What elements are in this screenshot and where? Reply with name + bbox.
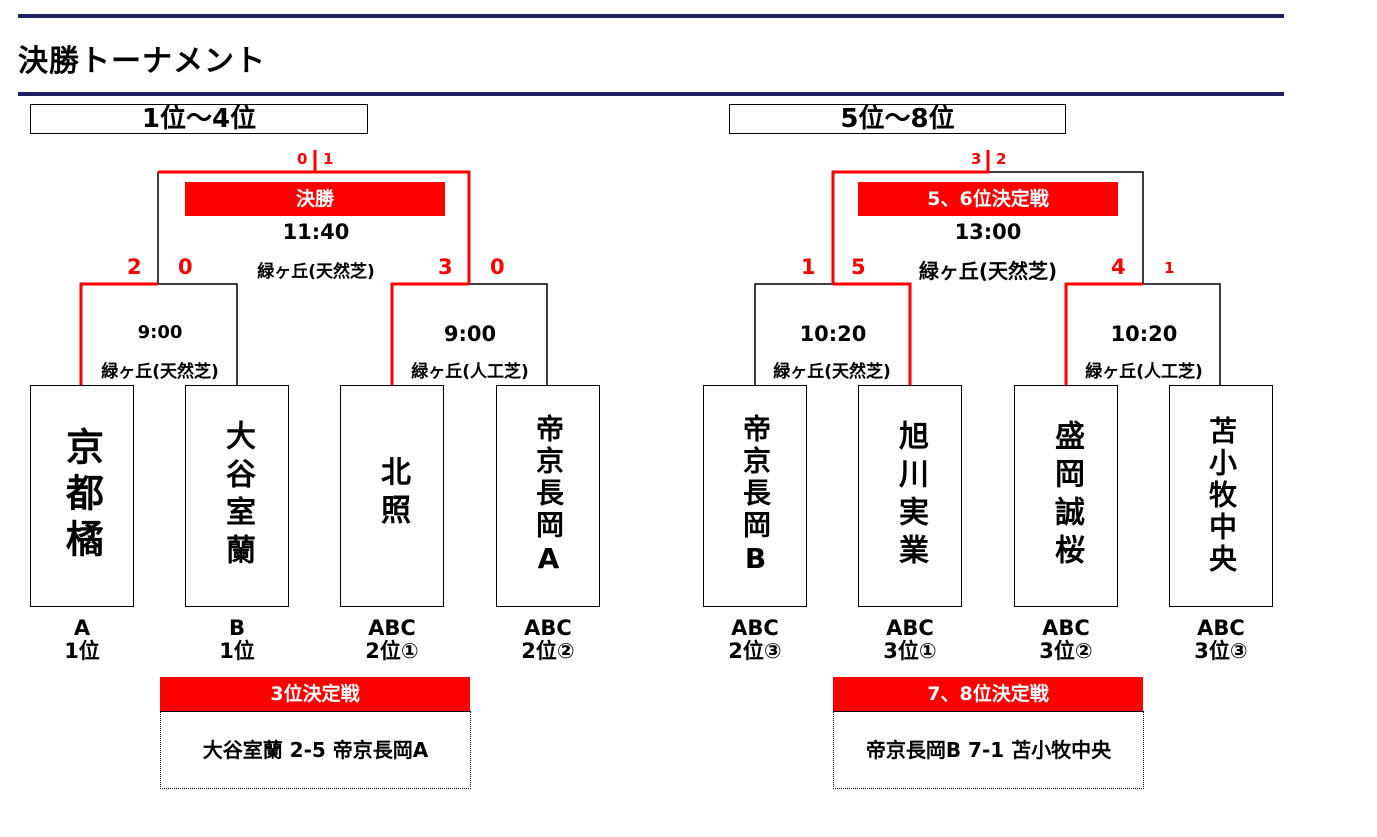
right-playoff-banner: 7、8位決定戦: [833, 677, 1143, 711]
right-semi2-loser-line: [1143, 283, 1221, 385]
right-final-score-right: 2: [996, 150, 1007, 168]
title-underline: [18, 92, 1284, 96]
team-box-asahikawa-jitsugyo: 旭川実業: [858, 385, 962, 607]
right-semi2-score-right: 1: [1164, 259, 1175, 277]
right-final-score-left: 3: [971, 150, 982, 168]
right-semi2-score-left: 4: [1111, 255, 1126, 279]
team-box-otani-muroran: 大谷室蘭: [185, 385, 289, 607]
right-semi1-venue: 緑ヶ丘(天然芝): [773, 362, 891, 382]
team-name: 帝京長岡B: [739, 413, 772, 579]
right-playoff-result: 帝京長岡B 7-1 苫小牧中央: [833, 711, 1144, 789]
team-name: 北照: [375, 456, 410, 532]
left-playoff-result: 大谷室蘭 2-5 帝京長岡A: [160, 711, 471, 789]
left-playoff-banner: 3位決定戦: [160, 677, 470, 711]
right-heading: 5位～8位: [729, 104, 1066, 134]
team-box-teikyo-nagaoka-a: 帝京長岡A: [496, 385, 600, 607]
left-semi1-score-left: 2: [127, 255, 142, 279]
right-final-winner-line: [831, 150, 990, 284]
team-box-morioka-seiou: 盛岡誠桜: [1014, 385, 1118, 607]
left-final-score-left: 0: [297, 150, 308, 168]
qual-label: ABC 2位③: [728, 616, 782, 663]
team-name: 苫小牧中央: [1205, 416, 1238, 576]
right-semi1-score-left: 1: [801, 255, 816, 279]
right-final-venue: 緑ヶ丘(天然芝): [918, 259, 1058, 283]
qual-label: B 1位: [219, 616, 255, 663]
right-semi2-winner-line: [1064, 282, 1143, 385]
qual-label: A 1位: [64, 616, 100, 663]
left-semi1-loser-line: [157, 172, 238, 385]
left-semi2-venue: 緑ヶ丘(人工芝): [411, 362, 529, 382]
team-name: 盛岡誠桜: [1049, 420, 1084, 572]
left-final-time: 11:40: [282, 220, 350, 244]
qual-label: ABC 2位①: [365, 616, 419, 663]
qual-label: ABC 3位②: [1039, 616, 1093, 663]
right-semi2-time: 10:20: [1110, 322, 1178, 346]
team-name: 帝京長岡A: [532, 413, 565, 579]
right-final-banner: 5、6位決定戦: [858, 182, 1118, 216]
qual-label: ABC 2位②: [521, 616, 575, 663]
left-final-score-right: 1: [323, 150, 334, 168]
right-semi1-winner-line: [833, 282, 912, 385]
left-semi1-time: 9:00: [137, 322, 183, 343]
team-box-hokusho: 北照: [340, 385, 444, 607]
team-box-teikyo-nagaoka-b: 帝京長岡B: [703, 385, 807, 607]
qual-label: ABC 3位①: [883, 616, 937, 663]
right-semi1-score-right: 5: [851, 255, 866, 279]
left-semi2-winner-line: [390, 282, 469, 385]
qual-label: ABC 3位③: [1194, 616, 1248, 663]
team-box-tomakomai-chuo: 苫小牧中央: [1169, 385, 1273, 607]
left-final-winner-line: [313, 150, 471, 284]
left-semi1-score-right: 0: [178, 255, 193, 279]
right-final-loser-line: [988, 171, 1144, 284]
team-name: 京都橘: [59, 427, 104, 565]
top-rule: [18, 14, 1284, 18]
left-semi2-time: 9:00: [443, 322, 497, 346]
right-semi1-time: 10:20: [799, 322, 867, 346]
team-name: 旭川実業: [893, 420, 928, 572]
left-semi1-winner-line: [79, 282, 158, 385]
team-box-kyoto-tachibana: 京都橘: [30, 385, 134, 607]
team-name: 大谷室蘭: [220, 420, 255, 572]
left-semi1-venue: 緑ヶ丘(天然芝): [101, 362, 219, 382]
left-semi2-loser-line: [469, 283, 548, 385]
right-semi2-venue: 緑ヶ丘(人工芝): [1085, 362, 1203, 382]
left-final-banner: 決勝: [185, 182, 445, 216]
left-semi2-score-left: 3: [438, 255, 453, 279]
right-semi1-loser-line: [754, 283, 833, 385]
left-semi2-score-right: 0: [490, 255, 505, 279]
page-title: 決勝トーナメント: [18, 44, 266, 79]
left-final-venue: 緑ヶ丘(天然芝): [257, 262, 375, 282]
right-final-time: 13:00: [954, 220, 1022, 244]
left-heading: 1位～4位: [30, 104, 368, 134]
